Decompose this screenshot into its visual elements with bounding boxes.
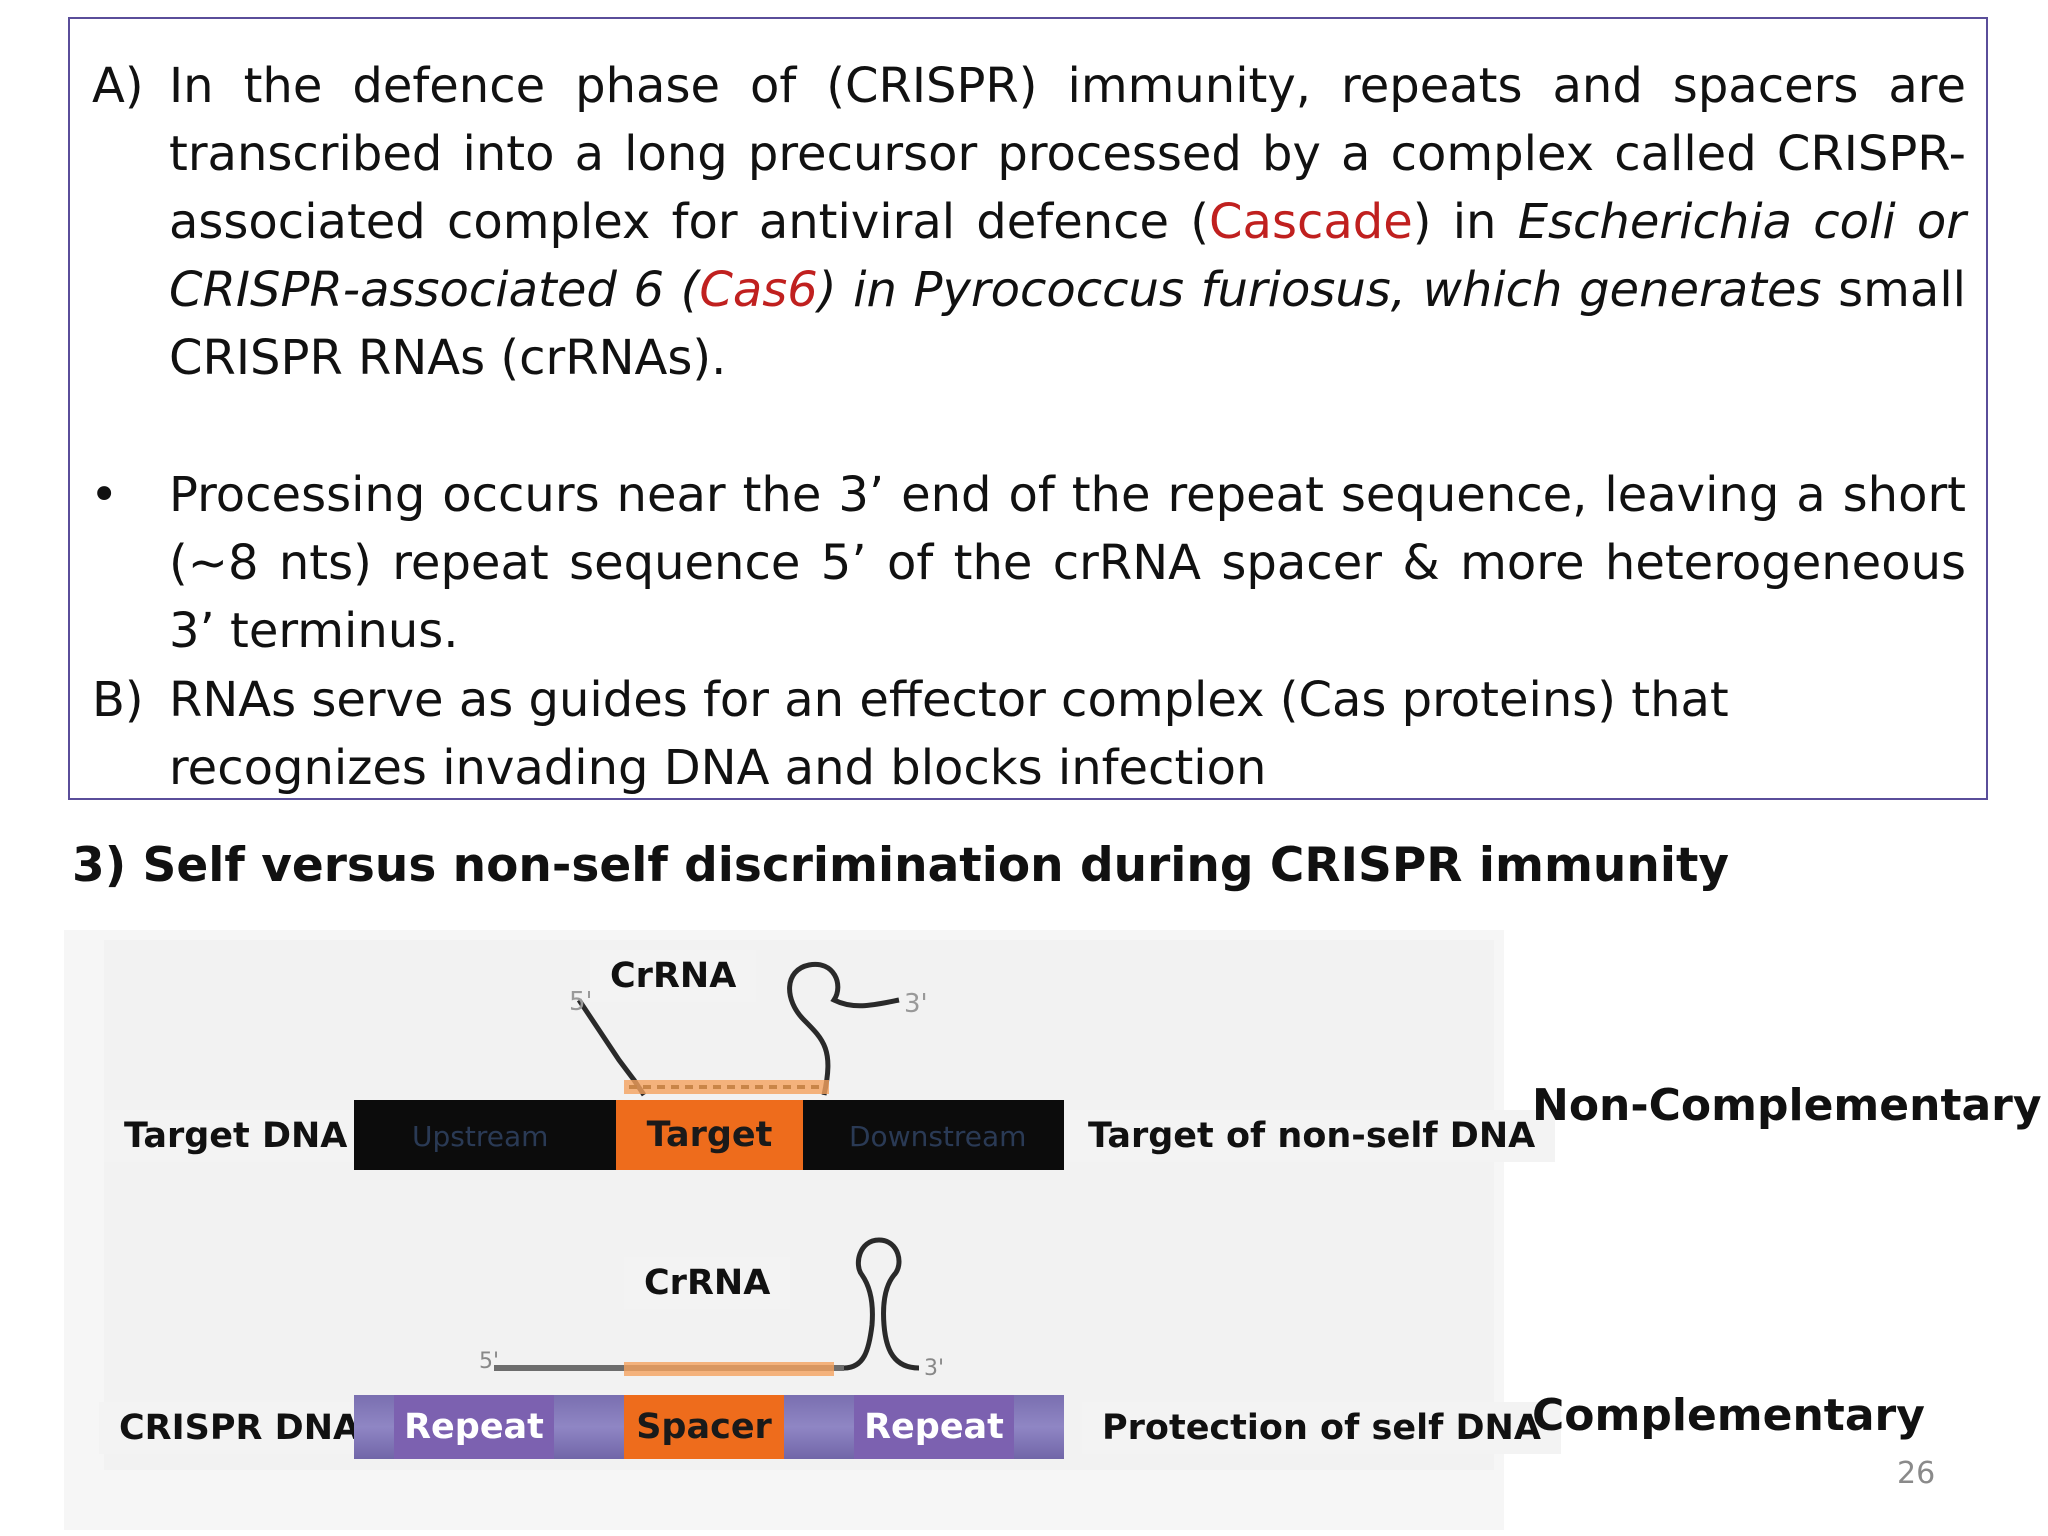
- cascade-term: Cascade: [1209, 194, 1413, 250]
- crrna-strands: 5' 3' 5' 3': [479, 961, 944, 1381]
- target-segment: Target: [616, 1100, 803, 1170]
- crrna-label-bottom: CrRNA: [624, 1257, 791, 1309]
- complementary-label: Complementary: [1532, 1390, 1925, 1441]
- paragraph-a-label: A): [92, 58, 144, 114]
- bullet-symbol: •: [90, 467, 119, 523]
- crispr-dna-label: CRISPR DNA: [99, 1402, 381, 1454]
- svg-text:5': 5': [479, 1349, 499, 1374]
- non-complementary-label: Non-Complementary: [1532, 1080, 2042, 1131]
- svg-text:3': 3': [904, 989, 928, 1019]
- figure-panel: [104, 940, 1494, 1470]
- spacer-segment: Spacer: [624, 1395, 784, 1459]
- paragraph-b-label: B): [92, 672, 144, 728]
- target-dna-label: Target DNA: [104, 1110, 368, 1162]
- svg-text:3': 3': [924, 1356, 944, 1381]
- downstream-label: Downstream: [849, 1120, 1027, 1153]
- cas6-term: Cas6: [699, 262, 818, 318]
- svg-text:5': 5': [569, 987, 593, 1017]
- bullet-text: Processing occurs near the 3’ end of the…: [169, 467, 1966, 659]
- paragraph-a-text: In the defence phase of (CRISPR) immunit…: [169, 58, 1967, 386]
- repeat-segment-right: Repeat: [854, 1395, 1014, 1459]
- paragraph-b-text: RNAs serve as guides for an effector com…: [169, 672, 1729, 796]
- self-protection-label: Protection of self DNA: [1082, 1402, 1561, 1454]
- page-number: 26: [1897, 1456, 1936, 1491]
- crrna-label-top: CrRNA: [590, 950, 757, 1002]
- non-self-target-label: Target of non-self DNA: [1068, 1110, 1556, 1162]
- section-heading: 3) Self versus non-self discrimination d…: [72, 838, 1730, 893]
- crispr-figure: 5' 3' 5' 3' CrRNA Target DNA Upstream Ta…: [64, 930, 1561, 1530]
- repeat-segment-left: Repeat: [394, 1395, 554, 1459]
- upstream-label: Upstream: [412, 1120, 549, 1153]
- text-box: A) In the defence phase of (CRISPR) immu…: [68, 17, 1988, 800]
